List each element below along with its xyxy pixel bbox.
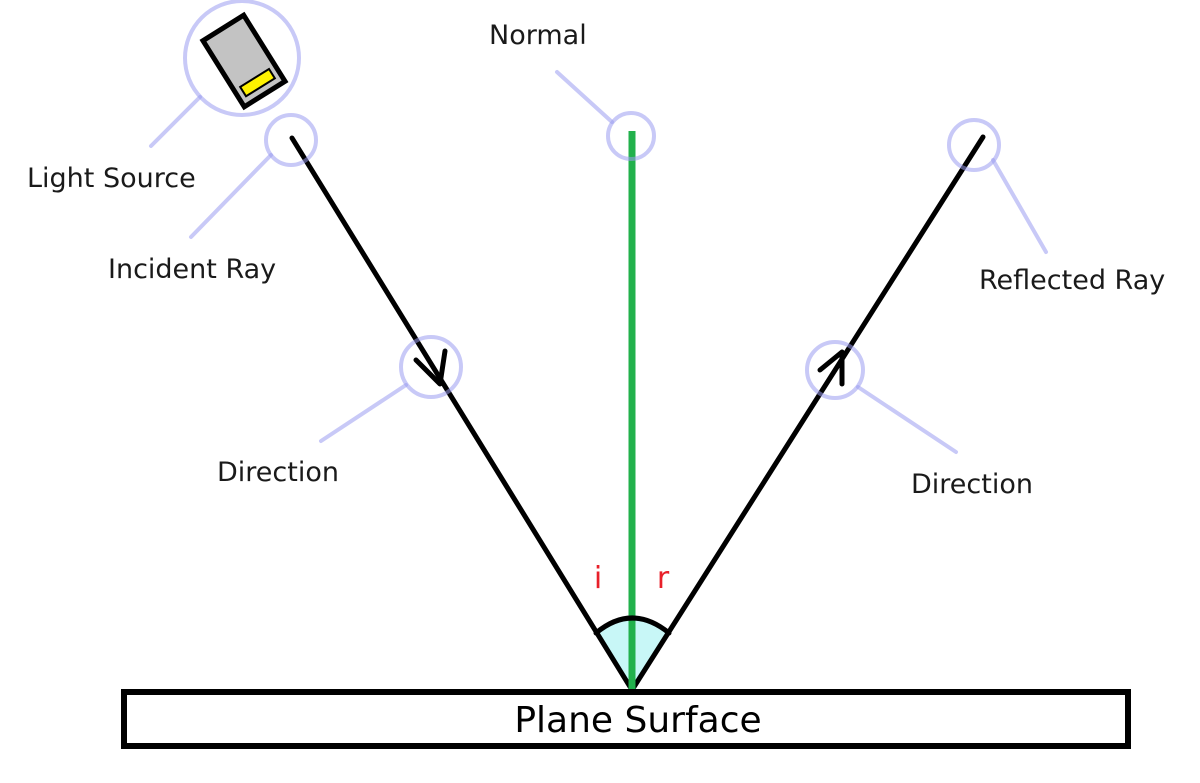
callout-circle-incident-direction [399,335,463,399]
callout-circle-reflected-direction [805,340,865,400]
plane-surface-label: Plane Surface [514,700,761,741]
lamp-light [238,67,277,98]
callout-leader-light-source [149,95,202,148]
incident-direction-label: Direction [217,457,339,488]
callout-leader-incident-ray [189,153,273,239]
callout-leader-incident-direction [319,383,408,443]
reflected-direction-label: Direction [911,469,1033,500]
light-source-icon [199,11,289,111]
incident-direction-arrow [413,348,448,387]
callout-circle-reflected-ray [947,118,1001,172]
callout-circle-incident-ray [264,113,318,167]
light-source-label: Light Source [27,163,196,194]
callout-circle-normal [606,111,656,161]
callout-leader-reflected-ray [991,158,1048,254]
reflected-ray-line [629,134,986,693]
angle-reflection-label: r [657,561,670,596]
reflected-ray-label: Reflected Ray [979,265,1165,296]
callout-circle-light-source [183,0,301,117]
incident-ray-label: Incident Ray [108,254,276,285]
callout-leader-reflected-direction [856,385,958,454]
reflected-direction-arrow [817,349,845,387]
angle-incidence-label: i [594,561,602,596]
angle-arc [593,615,672,636]
normal-label: Normal [489,20,587,51]
incident-ray-line [289,135,635,693]
callout-leader-normal [555,70,614,124]
plane-surface [121,689,1131,749]
